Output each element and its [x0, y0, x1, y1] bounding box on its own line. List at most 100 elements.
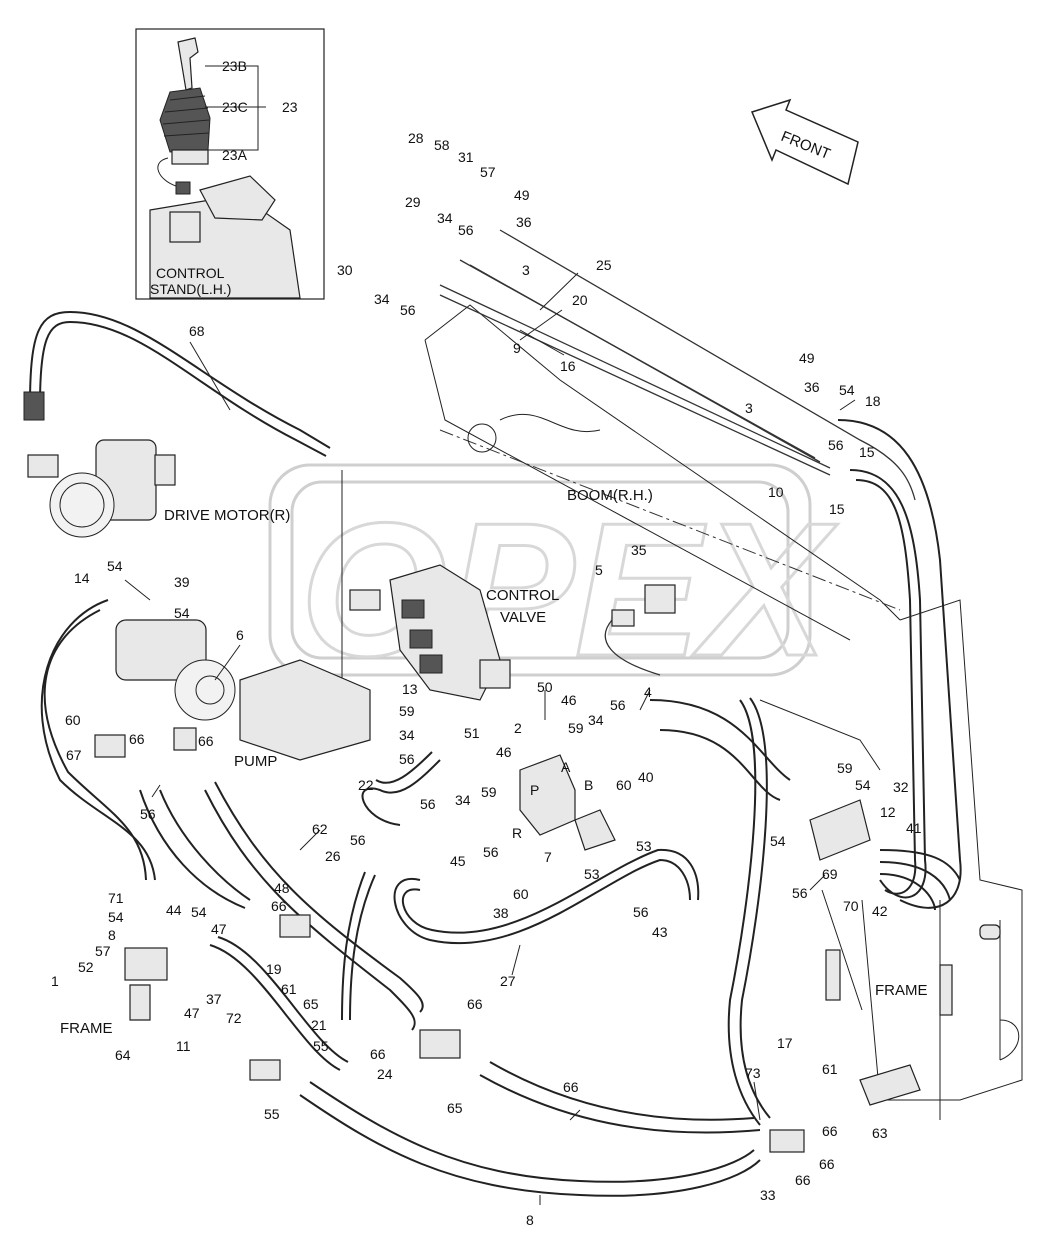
callout-number: 28 — [408, 130, 424, 146]
callout-number: 47 — [184, 1005, 200, 1021]
callout-number: 19 — [266, 961, 282, 977]
boom-label: BOOM(R.H.) — [567, 487, 653, 504]
callout-number: 66 — [198, 733, 214, 749]
callout-number: 61 — [822, 1061, 838, 1077]
callout-number: 38 — [493, 905, 509, 921]
callout-number: 46 — [496, 744, 512, 760]
callout-number: 42 — [872, 903, 888, 919]
callout-number: 51 — [464, 725, 480, 741]
callout-23c: 23C — [222, 99, 248, 115]
callout-number: 54 — [174, 605, 190, 621]
callout-number: 34 — [374, 291, 390, 307]
callout-number: 53 — [584, 866, 600, 882]
callout-number: 56 — [399, 751, 415, 767]
fitting-63 — [859, 1064, 921, 1106]
callout-number: 71 — [108, 890, 124, 906]
callout-number: 27 — [500, 973, 516, 989]
valve-1 — [124, 947, 168, 981]
callout-number: 31 — [458, 149, 474, 165]
callout-number: 58 — [434, 137, 450, 153]
callout-number: 15 — [829, 501, 845, 517]
callout-number: 52 — [78, 959, 94, 975]
hoses — [23, 229, 962, 1197]
callout-number: 36 — [804, 379, 820, 395]
callout-number: 56 — [458, 222, 474, 238]
callout-number: 69 — [822, 866, 838, 882]
callout-number: 70 — [843, 898, 859, 914]
callout-number: 18 — [865, 393, 881, 409]
callout-number: 7 — [544, 849, 552, 865]
control-valve — [349, 564, 511, 701]
callout-number: 29 — [405, 194, 421, 210]
fitting-8a — [279, 914, 311, 938]
fitting-8b — [769, 1129, 805, 1153]
callout-number: 22 — [358, 777, 374, 793]
callout-number: 40 — [638, 769, 654, 785]
callout-number: 49 — [514, 187, 530, 203]
callout-number: 41 — [906, 820, 922, 836]
callout-number: 56 — [400, 302, 416, 318]
callout-number: 48 — [274, 880, 290, 896]
callout-number: 17 — [777, 1035, 793, 1051]
callout-number: 73 — [745, 1065, 761, 1081]
callout-number: 34 — [437, 210, 453, 226]
callout-number: 26 — [325, 848, 341, 864]
callout-number: 39 — [174, 574, 190, 590]
watermark-text: OPEX — [300, 484, 838, 696]
callout-number: 56 — [610, 697, 626, 713]
callout-23a: 23A — [222, 147, 248, 163]
boom-outline — [424, 304, 901, 641]
bracket — [574, 809, 616, 851]
callout-number: 46 — [561, 692, 577, 708]
callout-number: 14 — [74, 570, 90, 586]
callout-number: 34 — [455, 792, 471, 808]
callout-number: 59 — [399, 703, 415, 719]
callout-number: 66 — [795, 1172, 811, 1188]
callout-number: 57 — [95, 943, 111, 959]
callout-number: 66 — [370, 1046, 386, 1062]
drive-motor-label: DRIVE MOTOR(R) — [164, 507, 290, 524]
callout-number: 66 — [563, 1079, 579, 1095]
fitting-65 — [419, 1029, 461, 1059]
callout-number: 56 — [420, 796, 436, 812]
callout-number: 65 — [447, 1100, 463, 1116]
callout-number: 32 — [893, 779, 909, 795]
callout-number: 56 — [828, 437, 844, 453]
callout-number: 61 — [281, 981, 297, 997]
callout-number: 66 — [129, 731, 145, 747]
callout-number: 54 — [108, 909, 124, 925]
callout-number: 12 — [880, 804, 896, 820]
callout-number: 66 — [271, 898, 287, 914]
callout-number: 8 — [526, 1212, 534, 1228]
callout-number: 24 — [377, 1066, 393, 1082]
callout-number: 59 — [481, 784, 497, 800]
callout-number: 30 — [337, 262, 353, 278]
front-arrow: FRONT — [750, 98, 859, 186]
callout-number: 10 — [768, 484, 784, 500]
control-valve-label-1: CONTROL — [486, 587, 559, 604]
callout-number: 47 — [211, 921, 227, 937]
port-a: A — [561, 759, 571, 775]
callout-number: 65 — [303, 996, 319, 1012]
callout-number: 66 — [467, 996, 483, 1012]
callout-number: 72 — [226, 1010, 242, 1026]
callout-number: 63 — [872, 1125, 888, 1141]
port-p: P — [530, 782, 539, 798]
callout-number: 34 — [399, 727, 415, 743]
port-b: B — [584, 777, 593, 793]
callout-number: 34 — [588, 712, 604, 728]
callout-number: 11 — [176, 1038, 191, 1054]
drive-motor — [27, 439, 176, 538]
callout-number: 55 — [264, 1106, 280, 1122]
callout-number: 57 — [480, 164, 496, 180]
callout-23: 23 — [282, 99, 298, 115]
callout-number: 37 — [206, 991, 222, 1007]
callout-number: 62 — [312, 821, 328, 837]
callout-number: 50 — [537, 679, 553, 695]
callout-number: 13 — [402, 681, 418, 697]
component-captions: DRIVE MOTOR(R) BOOM(R.H.) CONTROL VALVE … — [60, 487, 928, 1037]
relay — [644, 584, 676, 614]
